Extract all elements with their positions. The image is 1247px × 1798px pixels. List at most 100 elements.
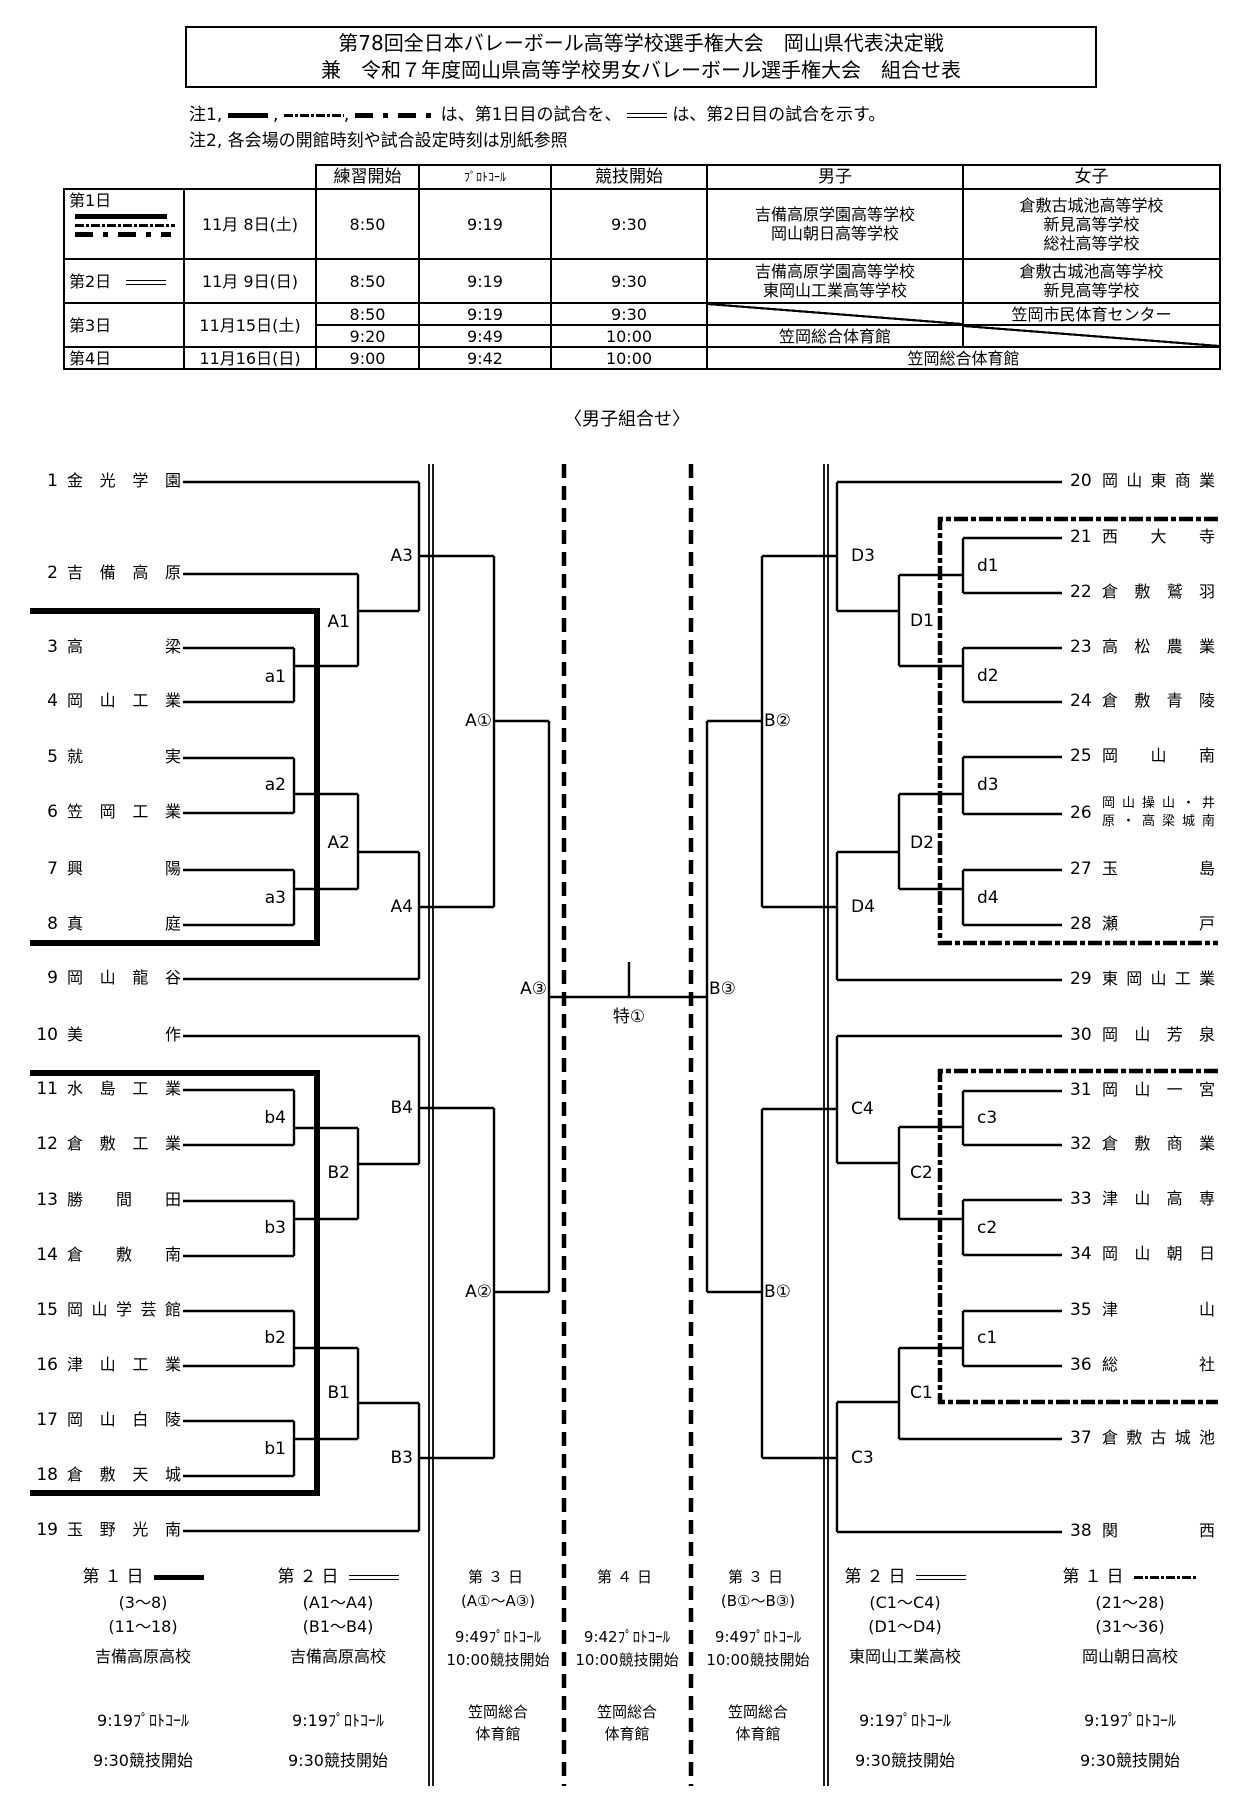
team-number: 13	[36, 1190, 58, 1210]
team-number: 5	[47, 747, 58, 767]
dashed-line-icon	[75, 224, 175, 227]
team-number: 18	[36, 1465, 58, 1485]
team-name-char: ・	[1181, 796, 1195, 811]
match-label-A1: A1	[327, 612, 350, 632]
team-name-char: 工	[132, 802, 149, 821]
team-name-char: 池	[1198, 1428, 1215, 1447]
team-number: 7	[47, 859, 58, 879]
team-name-char: 岡	[67, 1410, 84, 1429]
team-name-char: 金	[67, 471, 84, 490]
team-name-char: 倉	[1102, 691, 1119, 710]
team-name-char: 山	[99, 691, 116, 710]
venue: 総社高等学校	[1043, 233, 1140, 253]
legend-day2-right: 第２日 (C1～C4) (D1～D4) 東岡山工業高校 9:19ﾌﾟﾛﾄｺｰﾙ …	[815, 0, 995, 1798]
team-number: 36	[1070, 1355, 1092, 1375]
team-name-char: 操	[1141, 796, 1155, 811]
team-name: 岡山芳泉	[1102, 1025, 1215, 1045]
match-label-c1: c1	[977, 1328, 998, 1348]
note-1-prefix: 注1,	[189, 105, 223, 125]
team-name-char: 一	[1166, 1080, 1183, 1099]
team-name-char: 専	[1198, 1189, 1215, 1208]
venue: 東岡山工業高等学校	[762, 281, 907, 300]
team-name-char: 間	[115, 1190, 132, 1209]
team-name-char: 野	[99, 1520, 116, 1539]
note-1-day1-text: は、第1日目の試合を、	[440, 105, 622, 125]
day-cell: 第4日	[63, 346, 185, 370]
protocol-time: 9:19	[418, 302, 552, 326]
team-name: 倉敷工業	[67, 1134, 181, 1154]
team-name: 倉敷鷲羽	[1102, 582, 1215, 602]
team-number: 2	[47, 563, 58, 583]
team-name-char: 倉	[67, 1465, 84, 1484]
team-name-char: 関	[1102, 1521, 1119, 1540]
team-name: 津山	[1102, 1300, 1215, 1320]
team-name: 東岡山工業	[1102, 969, 1215, 989]
note-1: 注1, , , は、第1日目の試合を、 は、第2日目の試合を示す。	[189, 104, 885, 126]
team-name-char: 倉	[67, 1134, 84, 1153]
match-label-C3: C3	[851, 1448, 874, 1468]
legend-venue: 体育館	[604, 1725, 650, 1743]
team-name-char: 城	[1174, 1428, 1191, 1447]
legend-range: (21～28)	[1095, 1593, 1165, 1612]
team-name-char: 西	[1198, 1521, 1215, 1540]
team-name-char: 作	[164, 1025, 181, 1044]
start-time: 10:00	[550, 346, 708, 370]
team-name-char: 岡	[1102, 746, 1119, 765]
note-1-separator: ,	[273, 105, 279, 125]
match-label-Bc2: B②	[764, 711, 791, 731]
team-name-char: 玉	[67, 1520, 84, 1539]
team-name: 美作	[67, 1025, 181, 1045]
no-match-diagonal	[962, 324, 1221, 348]
team-name: 総社	[1102, 1355, 1215, 1375]
match-label-A3: A3	[390, 546, 413, 566]
legend-start: 10:00競技開始	[446, 1651, 550, 1669]
solid-thick-line-icon	[227, 112, 268, 118]
team-name-char: 高	[1166, 1189, 1183, 1208]
line-samples	[69, 214, 183, 237]
legend-day3-b: 第３日 (B①～B③) 9:49ﾌﾟﾛﾄｺｰﾙ 10:00競技開始 笠岡総合 体…	[668, 0, 848, 1798]
team-name: 岡山学芸館	[67, 1300, 181, 1320]
team-name-char: 山	[1126, 471, 1143, 490]
team-name-char: 山	[99, 1355, 116, 1374]
match-label-A4: A4	[390, 897, 413, 917]
team-number: 22	[1070, 582, 1092, 602]
team-name-char: 光	[99, 471, 116, 490]
venue: 吉備高原学園高等学校	[754, 205, 915, 224]
team-name: 真庭	[67, 914, 181, 934]
team-name-char: 山	[1121, 796, 1135, 811]
team-name-char: 大	[1150, 527, 1167, 546]
double-line-icon	[348, 1575, 399, 1580]
team-name: 岡山朝日	[1102, 1244, 1215, 1264]
team-number: 33	[1070, 1189, 1092, 1209]
team-name-char: 梁	[1161, 814, 1175, 829]
team-name: 岡山工業	[67, 691, 181, 711]
legend-range: (D1～D4)	[868, 1617, 942, 1636]
schedule-header-row: 練習開始 ﾌﾟﾛﾄｺｰﾙ 競技開始 男子 女子	[64, 164, 1221, 190]
match-label-a1: a1	[264, 667, 286, 687]
date-cell: 11月15日(土)	[183, 302, 317, 348]
match-label-a2: a2	[264, 775, 286, 795]
team-name-char: 工	[132, 1079, 149, 1098]
team-name-char: 総	[1102, 1355, 1119, 1374]
team-name-char: 南	[1198, 746, 1215, 765]
venue: 新見高等学校	[1043, 214, 1140, 234]
match-label-C2: C2	[910, 1163, 933, 1183]
team-name-char: 高	[1102, 637, 1119, 656]
team-name-char: 西	[1102, 527, 1119, 546]
team-name-char: 陵	[1198, 691, 1215, 710]
team-name-char: 芳	[1166, 1025, 1183, 1044]
dash-dot-line-icon	[75, 232, 171, 237]
team-name-char: 津	[67, 1355, 84, 1374]
team-name-char: 学	[115, 1300, 132, 1319]
team-name-char: 業	[1198, 1134, 1215, 1153]
match-label-a3: a3	[264, 888, 286, 908]
team-number: 14	[36, 1245, 58, 1265]
legend-protocol: 9:49ﾌﾟﾛﾄｺｰﾙ	[714, 1628, 802, 1646]
legend-header: 第２日	[815, 1566, 995, 1588]
team-name-char: 岡	[67, 1300, 84, 1319]
team-name-char: 真	[67, 914, 84, 933]
legend-venue: 体育館	[475, 1725, 521, 1743]
legend-protocol: 9:42ﾌﾟﾛﾄｺｰﾙ	[583, 1628, 671, 1646]
start-time: 9:30	[550, 302, 708, 326]
final-match-label: 特①	[612, 1007, 646, 1027]
